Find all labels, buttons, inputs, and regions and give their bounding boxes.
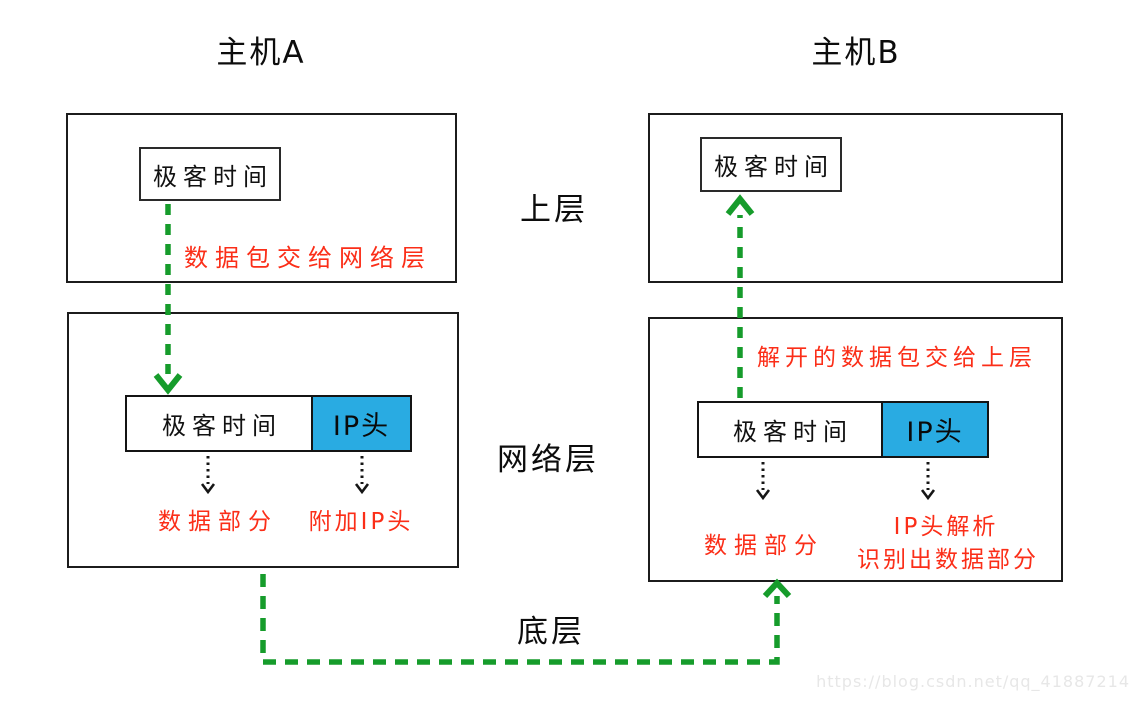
host-a-packet: 极客时间 IP头 <box>125 395 412 452</box>
host-a-app-data-box: 极客时间 <box>139 147 281 201</box>
host-b-ip-parse-label: IP头解析 <box>893 514 999 540</box>
host-a-packet-payload: 极客时间 <box>162 412 282 440</box>
bottom-layer-label: 底层 <box>517 614 585 650</box>
host-a-attach-ip-label: 附加IP头 <box>308 509 414 535</box>
host-b-data-part-label: 数据部分 <box>704 533 824 559</box>
host-b-identify-data-label: 识别出数据部分 <box>857 547 1039 573</box>
host-a-title: 主机A <box>216 35 306 71</box>
network-layer-label: 网络层 <box>497 442 599 478</box>
csdn-watermark: https://blog.csdn.net/qq_41887214 <box>816 672 1130 691</box>
host-b-packet-payload: 极客时间 <box>733 418 853 446</box>
host-b-title: 主机B <box>811 35 901 71</box>
host-b-app-data-box: 极客时间 <box>700 137 842 192</box>
host-a-note-packet-to-network: 数据包交给网络层 <box>184 244 432 272</box>
host-b-note-unpacked-to-upper: 解开的数据包交给上层 <box>757 345 1037 371</box>
host-a-data-part-label: 数据部分 <box>158 509 278 535</box>
host-b-packet-ip-header: IP头 <box>881 403 987 456</box>
host-b-packet: 极客时间 IP头 <box>697 401 989 458</box>
host-a-packet-ip-header: IP头 <box>311 397 410 450</box>
upper-layer-label: 上层 <box>520 192 588 228</box>
